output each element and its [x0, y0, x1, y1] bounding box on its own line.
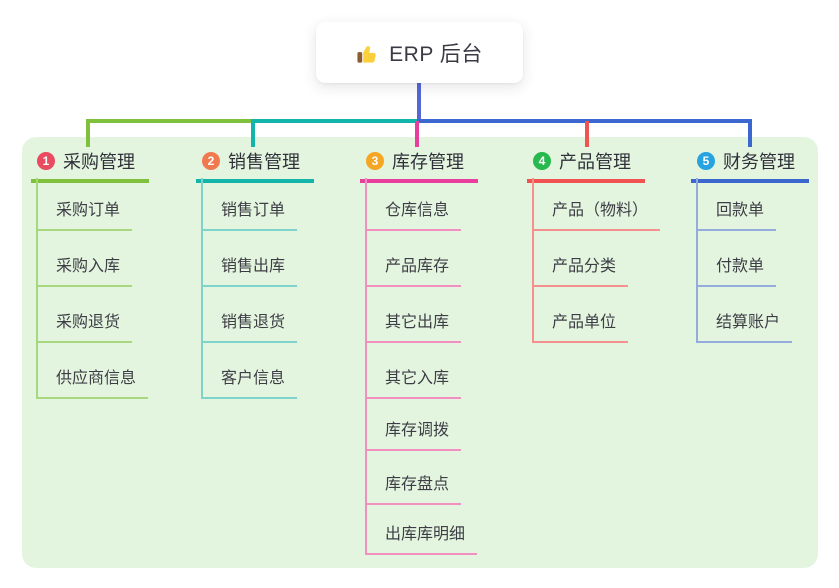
branch-2-number-badge: 2: [202, 152, 220, 170]
branch-4-spine: [532, 178, 534, 343]
branch-2-title[interactable]: 2 销售管理: [196, 146, 314, 183]
branch-3-spine: [365, 178, 367, 555]
child-node[interactable]: 结算账户: [696, 313, 793, 343]
child-node[interactable]: 销售出库: [201, 257, 298, 287]
branch-5-title[interactable]: 5 财务管理: [691, 146, 809, 183]
child-node[interactable]: 供应商信息: [36, 369, 149, 399]
branch-2-label: 销售管理: [228, 152, 300, 172]
child-node[interactable]: 产品（物料）: [532, 201, 661, 231]
child-node[interactable]: 库存调拨: [365, 421, 462, 451]
child-node[interactable]: 回款单: [696, 201, 777, 231]
child-node[interactable]: 产品单位: [532, 313, 629, 343]
child-node[interactable]: 采购入库: [36, 257, 133, 287]
connector-drop-branch-2: [251, 121, 255, 147]
branches-panel: [22, 137, 818, 568]
branch-1-label: 采购管理: [63, 152, 135, 172]
child-node[interactable]: 产品库存: [365, 257, 462, 287]
branch-3-label: 库存管理: [392, 152, 464, 172]
child-node[interactable]: 库存盘点: [365, 475, 462, 505]
root-connector-line: [417, 83, 421, 123]
child-node[interactable]: 付款单: [696, 257, 777, 287]
root-node[interactable]: ERP 后台: [316, 22, 523, 83]
child-node[interactable]: 产品分类: [532, 257, 629, 287]
child-node[interactable]: 采购订单: [36, 201, 133, 231]
child-node[interactable]: 其它入库: [365, 369, 462, 399]
connector-drop-branch-4: [585, 121, 589, 147]
branch-5-number-badge: 5: [697, 152, 715, 170]
branch-1-number-badge: 1: [37, 152, 55, 170]
root-title: ERP 后台: [389, 42, 483, 66]
connector-drop-branch-3: [415, 121, 419, 147]
branch-3-title[interactable]: 3 库存管理: [360, 146, 478, 183]
connector-drop-branch-1: [86, 121, 90, 147]
branch-1-spine: [36, 178, 38, 399]
connector-drop-branch-5: [748, 121, 752, 147]
branch-2-spine: [201, 178, 203, 399]
child-node[interactable]: 采购退货: [36, 313, 133, 343]
thumbs-up-icon: [356, 42, 379, 65]
child-node[interactable]: 销售退货: [201, 313, 298, 343]
connector-h-branch-5: [417, 119, 752, 123]
branch-4-number-badge: 4: [533, 152, 551, 170]
child-node[interactable]: 其它出库: [365, 313, 462, 343]
child-node[interactable]: 出库库明细: [365, 525, 478, 555]
child-node[interactable]: 客户信息: [201, 369, 298, 399]
branch-5-spine: [696, 178, 698, 343]
child-node[interactable]: 仓库信息: [365, 201, 462, 231]
branch-1-title[interactable]: 1 采购管理: [31, 146, 149, 183]
child-node[interactable]: 销售订单: [201, 201, 298, 231]
connector-h-branch-2: [251, 119, 421, 123]
branch-5-label: 财务管理: [723, 152, 795, 172]
branch-4-title[interactable]: 4 产品管理: [527, 146, 645, 183]
branch-3-number-badge: 3: [366, 152, 384, 170]
branch-4-label: 产品管理: [559, 152, 631, 172]
